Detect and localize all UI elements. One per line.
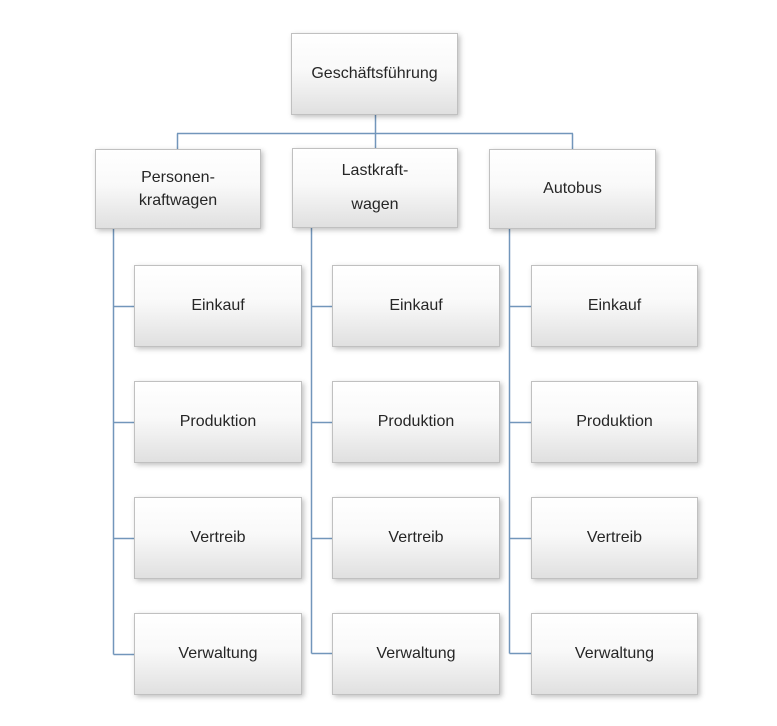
node-label: Lastkraft- wagen xyxy=(341,162,409,213)
node-personenkraftwagen[interactable]: Personen- kraftwagen xyxy=(95,149,261,229)
node-label: Produktion xyxy=(576,413,653,430)
node-lastkraftwagen-vertreib[interactable]: Vertreib xyxy=(332,497,500,579)
node-autobus-verwaltung[interactable]: Verwaltung xyxy=(531,613,698,695)
node-autobus-einkauf[interactable]: Einkauf xyxy=(531,265,698,347)
node-label: Vertreib xyxy=(388,529,444,546)
node-label: Produktion xyxy=(377,413,455,430)
node-geschaeftsfuehrung[interactable]: Geschäftsführung xyxy=(291,33,458,115)
node-label: Produktion xyxy=(179,413,257,430)
node-autobus-produktion[interactable]: Produktion xyxy=(531,381,698,463)
node-label: Verwaltung xyxy=(376,645,456,662)
node-label: Einkauf xyxy=(191,297,245,314)
node-label: Vertreib xyxy=(586,529,643,546)
node-autobus[interactable]: Autobus xyxy=(489,149,656,229)
node-lastkraftwagen-produktion[interactable]: Produktion xyxy=(332,381,500,463)
node-personenkraftwagen-vertreib[interactable]: Vertreib xyxy=(134,497,302,579)
node-label: Personen- kraftwagen xyxy=(138,169,218,209)
node-autobus-vertreib[interactable]: Vertreib xyxy=(531,497,698,579)
node-label: Einkauf xyxy=(587,297,642,314)
node-label: Geschäftsführung xyxy=(311,65,438,82)
node-lastkraftwagen[interactable]: Lastkraft- wagen xyxy=(292,148,458,228)
node-label: Autobus xyxy=(543,180,602,197)
node-personenkraftwagen-einkauf[interactable]: Einkauf xyxy=(134,265,302,347)
node-label: Einkauf xyxy=(389,297,443,314)
node-label: Verwaltung xyxy=(574,645,655,662)
node-label: Vertreib xyxy=(190,529,246,546)
node-lastkraftwagen-verwaltung[interactable]: Verwaltung xyxy=(332,613,500,695)
node-personenkraftwagen-produktion[interactable]: Produktion xyxy=(134,381,302,463)
node-personenkraftwagen-verwaltung[interactable]: Verwaltung xyxy=(134,613,302,695)
node-label: Verwaltung xyxy=(178,645,258,662)
node-lastkraftwagen-einkauf[interactable]: Einkauf xyxy=(332,265,500,347)
